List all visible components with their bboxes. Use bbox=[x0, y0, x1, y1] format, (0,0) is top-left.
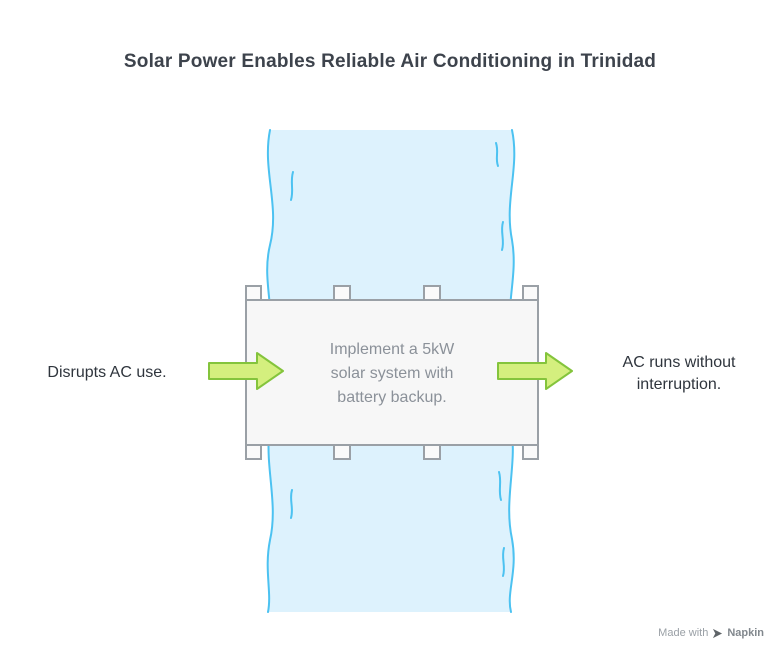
made-with-napkin-badge[interactable]: Made with Napkin bbox=[658, 627, 764, 639]
napkin-brand-label: Napkin bbox=[727, 627, 764, 639]
center-process-label: Implement a 5kW solar system with batter… bbox=[329, 341, 455, 406]
page-title: Solar Power Enables Reliable Air Conditi… bbox=[123, 51, 657, 72]
bridge-box bbox=[245, 285, 539, 460]
river-ripple-marks bbox=[290, 142, 505, 577]
napkin-logo-icon bbox=[713, 628, 723, 638]
right-flow-label: AC runs without interruption. bbox=[622, 354, 736, 393]
left-arrow-icon bbox=[208, 352, 284, 390]
made-with-label: Made with bbox=[658, 627, 709, 639]
right-arrow-icon bbox=[497, 352, 573, 390]
left-flow-label: Disrupts AC use. bbox=[47, 364, 167, 381]
